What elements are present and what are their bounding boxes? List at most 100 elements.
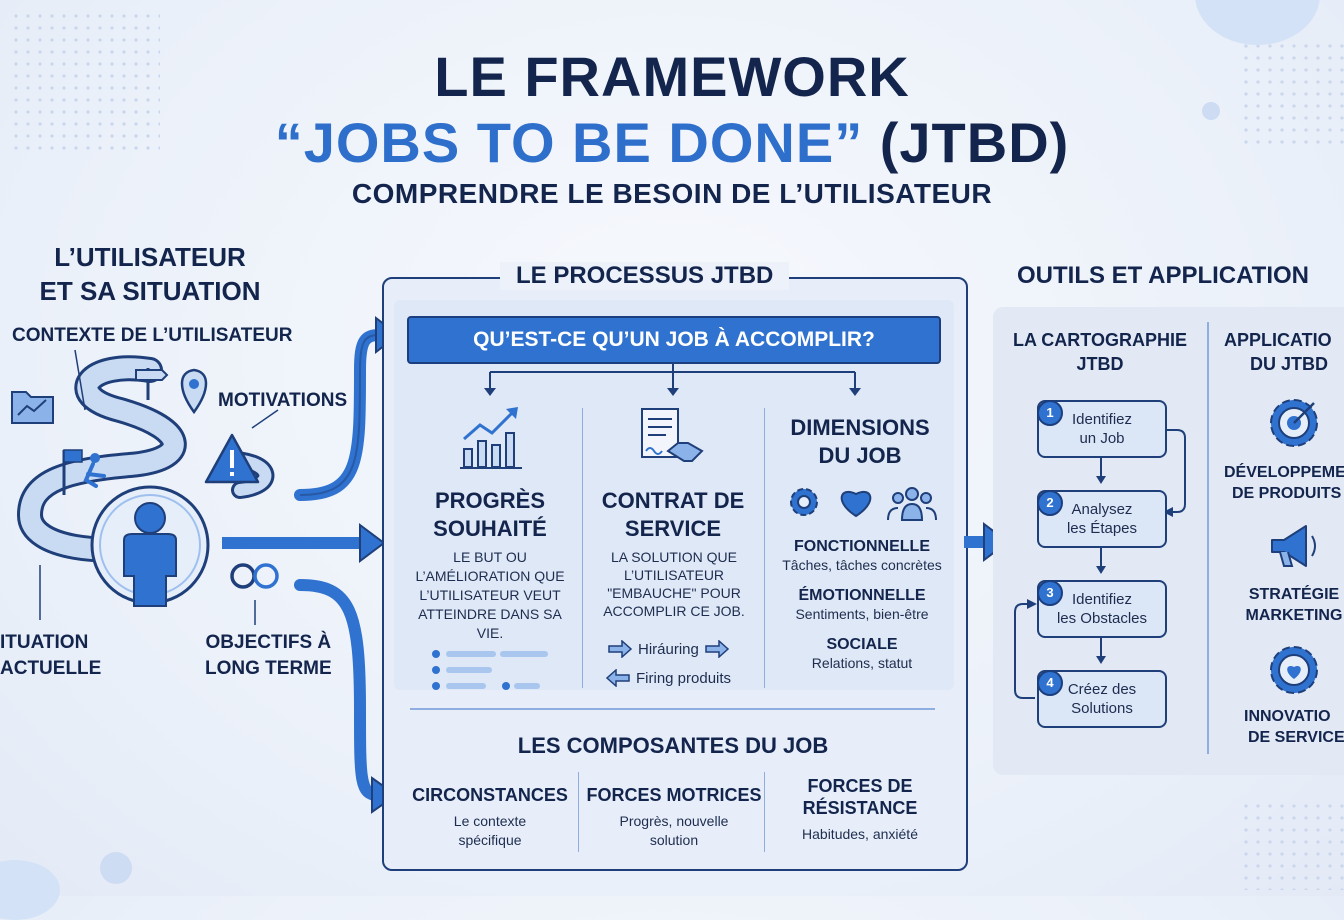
page-subtitle: COMPRENDRE LE BESOIN DE L’UTILISATEUR (351, 178, 993, 209)
component-name: CIRCONSTANCES (412, 785, 568, 805)
arrow-right-icon (705, 640, 729, 658)
growth-chart-icon (460, 407, 522, 469)
arrow-right-icon (608, 640, 632, 658)
goals-label: OBJECTIFS À LONG TERME (205, 630, 332, 682)
progress-title-line1: PROGRÈS (434, 488, 546, 513)
app-service-innovation: INNOVATIO DE SERVICE (1244, 706, 1344, 748)
dimension-name: ÉMOTIONNELLE (798, 587, 926, 604)
contract-title: CONTRAT DE SERVICE (592, 487, 754, 543)
progress-desc-line: VIE. (476, 625, 504, 641)
gear-heart-icon (1270, 646, 1318, 694)
step-connectors (1014, 429, 1186, 699)
person-icon (123, 502, 177, 607)
page-title-line1: LE FRAMEWORK (434, 45, 910, 108)
bg-dot-bottomleft (100, 852, 132, 884)
component-name: FORCES DE (807, 776, 913, 796)
goals-line2: LONG TERME (205, 658, 332, 679)
progress-desc-line: LE BUT OU (453, 549, 527, 565)
context-label: CONTEXTE DE L’UTILISATEUR (12, 325, 293, 346)
contract-desc-line: "EMBAUCHE" POUR (607, 585, 741, 601)
app-marketing: STRATÉGIE MARKETING (1244, 584, 1344, 626)
contract-desc-line: L’UTILISATEUR (623, 567, 725, 583)
warning-icon (204, 433, 260, 484)
progress-desc-line: ATTEINDRE DANS SA (418, 606, 562, 622)
process-heading: LE PROCESSUS JTBD (500, 262, 790, 290)
map-heading: LA CARTOGRAPHIE JTBD (1000, 328, 1200, 376)
components-heading: LES COMPOSANTES DU JOB (517, 733, 829, 758)
bg-dots-topleft (10, 10, 160, 150)
dimension-name: SOCIALE (826, 636, 898, 653)
divider-2 (764, 408, 765, 688)
step-line1: Analysez (1071, 501, 1133, 518)
contract-handshake-icon (641, 408, 704, 462)
comp-divider-1 (578, 772, 579, 852)
contract-desc-line: ACCOMPLIR CE JOB. (603, 603, 745, 619)
step-line1: Identifiez (1071, 411, 1133, 428)
progress-title: PROGRÈS SOUHAITÉ (410, 487, 570, 543)
contract-desc: LA SOLUTION QUE L’UTILISATEUR "EMBAUCHE"… (588, 548, 760, 620)
people-icon (887, 487, 937, 521)
dimension-name: FONCTIONNELLE (794, 538, 930, 555)
progress-bars-icon (432, 650, 548, 690)
step-number-4: 4 (1037, 670, 1063, 696)
dimension-desc: Sentiments, bien-être (795, 606, 929, 622)
contract-title-line1: CONTRAT DE (601, 488, 745, 513)
step-line1: Identifiez (1071, 591, 1133, 608)
branch-arrows (484, 362, 861, 396)
bg-circle-topright (1195, 0, 1320, 45)
bg-circle-bottomleft (0, 860, 60, 920)
step-line1: Créez des (1067, 681, 1137, 698)
app-line1: INNOVATIO (1244, 708, 1331, 725)
comp-divider-2 (764, 772, 765, 852)
contract-title-line2: SERVICE (624, 516, 722, 541)
user-heading: L’UTILISATEUR ET SA SITUATION (10, 240, 290, 308)
situation-line2: ACTUELLE (0, 658, 102, 679)
firing-label: Firing produits (636, 669, 732, 687)
folder-icon (11, 391, 54, 424)
progress-desc-line: L’AMÉLIORATION QUE (415, 568, 565, 584)
hiring-row: Hiráuring (608, 640, 758, 658)
runner-flag-icon (62, 449, 106, 495)
heart-icon (840, 491, 872, 518)
component-desc: Le contexte (453, 813, 527, 829)
components-divider (410, 708, 935, 710)
app-line1: STRATÉGIE (1248, 586, 1340, 603)
dimension-desc: Tâches, tâches concrètes (782, 557, 942, 573)
title-abbrev: (JTBD) (863, 111, 1070, 174)
tools-heading: OUTILS ET APPLICATION (1017, 262, 1309, 289)
dimensions-title-line1: DIMENSIONS (790, 415, 930, 440)
question-bar: QU’EST-CE QU’UN JOB À ACCOMPLIR? (407, 316, 941, 364)
component-desc: spécifique (458, 832, 522, 848)
app-line2: MARKETING (1245, 607, 1343, 624)
dimension-list: FONCTIONNELLE Tâches, tâches concrètes É… (772, 538, 952, 673)
app-product-dev: DÉVELOPPEME DE PRODUITS (1224, 462, 1344, 504)
component-desc: Habitudes, anxiété (802, 826, 918, 842)
user-heading-line1: L’UTILISATEUR (54, 242, 246, 272)
component-circumstances: CIRCONSTANCES Le contexte spécifique (402, 785, 578, 850)
situation-line1: ITUATION (0, 632, 89, 653)
map-heading-line2: JTBD (1076, 354, 1124, 374)
bg-dot-right (1202, 102, 1220, 120)
user-heading-line2: ET SA SITUATION (39, 276, 261, 306)
situation-label: ITUATION ACTUELLE (0, 630, 101, 682)
map-heading-line1: LA CARTOGRAPHIE (1012, 330, 1187, 350)
apps-heading-line1: APPLICATIO (1224, 330, 1332, 350)
step-number-2: 2 (1037, 490, 1063, 516)
flow-arrows-left (222, 315, 400, 814)
component-desc: solution (649, 832, 699, 848)
bg-dots-bottomright (1240, 800, 1344, 890)
step-number-1: 1 (1037, 400, 1063, 426)
tools-divider (1207, 322, 1209, 754)
apps-heading-line2: DU JTBD (1250, 354, 1329, 374)
progress-desc-line: L’UTILISATEUR VEUT (419, 587, 561, 603)
arrow-left-icon (606, 669, 630, 687)
user-illustration (11, 349, 279, 625)
dimension-desc: Relations, statut (811, 655, 913, 671)
firing-row: Firing produits (606, 669, 756, 687)
apps-heading: APPLICATIO DU JTBD (1218, 328, 1344, 376)
app-line1: DÉVELOPPEME (1224, 464, 1344, 481)
title-highlight: “JOBS TO BE DONE” (274, 111, 864, 174)
component-desc: Progrès, nouvelle (619, 813, 729, 829)
link-icon (230, 563, 279, 589)
